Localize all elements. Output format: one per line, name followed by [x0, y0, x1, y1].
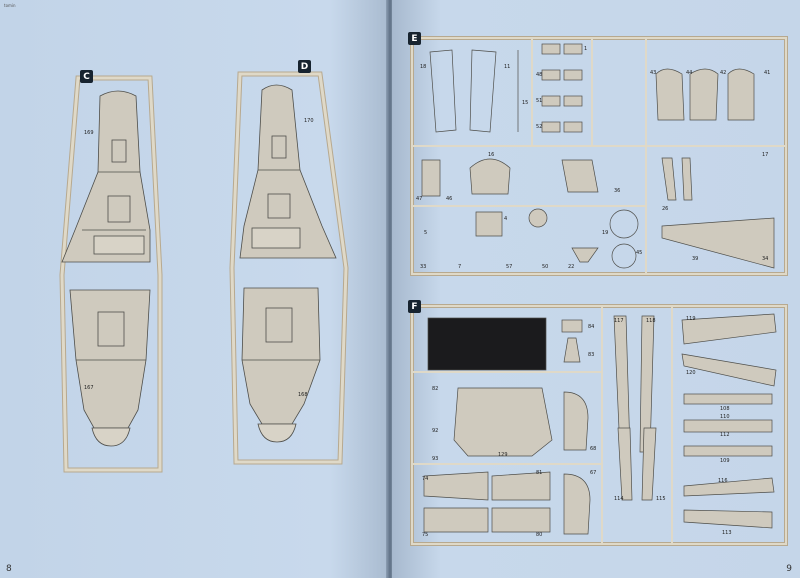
- part-label: 113: [722, 530, 732, 536]
- part-label: 41: [764, 70, 771, 76]
- part-label: 19: [602, 230, 609, 236]
- part-label: 46: [446, 196, 453, 202]
- part-label: 1: [584, 46, 588, 52]
- sprue-c-badge: C: [80, 70, 93, 83]
- part-170: [239, 84, 337, 259]
- book-gutter: [386, 0, 394, 578]
- right-page: E F 18 11 15 47 46 4 5 33 7 57 50 16 45 …: [392, 0, 800, 578]
- part-label: 112: [720, 432, 730, 438]
- sprue-f-badge: F: [408, 300, 421, 313]
- part-label: 82: [432, 386, 439, 392]
- part-label: 4: [504, 216, 508, 222]
- part-label: 92: [432, 428, 439, 434]
- part-label: 15: [522, 100, 529, 106]
- part-label: 129: [498, 452, 508, 458]
- part-label: 57: [506, 264, 513, 270]
- part-label: 68: [590, 446, 597, 452]
- part-label: 17: [762, 152, 769, 158]
- part-label: 83: [588, 352, 595, 358]
- part-label: 22: [568, 264, 575, 270]
- part-label: 109: [720, 458, 730, 464]
- part-label: 44: [686, 70, 693, 76]
- part-label: 119: [686, 316, 696, 322]
- part-label: 117: [614, 318, 624, 324]
- part-167: [69, 289, 151, 447]
- part-label: 116: [718, 478, 728, 484]
- part-label-169: 169: [84, 130, 94, 136]
- part-label: 74: [422, 476, 429, 482]
- part-label: 93: [432, 456, 439, 462]
- part-168: [241, 287, 321, 443]
- part-label: 7: [458, 264, 462, 270]
- part-label: 16: [488, 152, 495, 158]
- part-label: 118: [646, 318, 656, 324]
- part-label: 108: [720, 406, 730, 412]
- part-label: 48: [536, 72, 543, 78]
- part-label: 51: [536, 98, 543, 104]
- part-label: 110: [720, 414, 730, 420]
- part-label: 50: [542, 264, 549, 270]
- part-label: 52: [536, 124, 543, 130]
- part-label: 36: [614, 188, 621, 194]
- left-page: tomin: [0, 0, 388, 578]
- sprue-c-d-drawing: [59, 71, 349, 473]
- part-label-170: 170: [304, 118, 314, 124]
- header-text: tomin: [4, 3, 16, 8]
- part-label: 45: [636, 250, 643, 256]
- part-label-168: 168: [298, 392, 308, 398]
- part-label: 80: [536, 532, 543, 538]
- part-label: 42: [720, 70, 727, 76]
- part-label: 33: [420, 264, 427, 270]
- part-label: 43: [650, 70, 657, 76]
- page-number-right: 9: [786, 564, 792, 574]
- part-label: 39: [692, 256, 699, 262]
- part-label: 75: [422, 532, 429, 538]
- part-label: 115: [656, 496, 666, 502]
- part-label: 26: [662, 206, 669, 212]
- sprue-d-badge: D: [298, 60, 311, 73]
- part-label: 114: [614, 496, 624, 502]
- part-169: [61, 90, 151, 263]
- page-number-left: 8: [6, 564, 12, 574]
- part-label: 47: [416, 196, 423, 202]
- sprue-e-badge: E: [408, 32, 421, 45]
- part-label: 67: [590, 470, 597, 476]
- part-label: 81: [536, 470, 543, 476]
- part-label: 18: [420, 64, 427, 70]
- part-label-167: 167: [84, 385, 94, 391]
- sprue-e-f-drawing: [410, 36, 788, 546]
- part-label: 84: [588, 324, 595, 330]
- part-label: 5: [424, 230, 428, 236]
- part-label: 11: [504, 64, 511, 70]
- part-label: 34: [762, 256, 769, 262]
- part-label: 120: [686, 370, 696, 376]
